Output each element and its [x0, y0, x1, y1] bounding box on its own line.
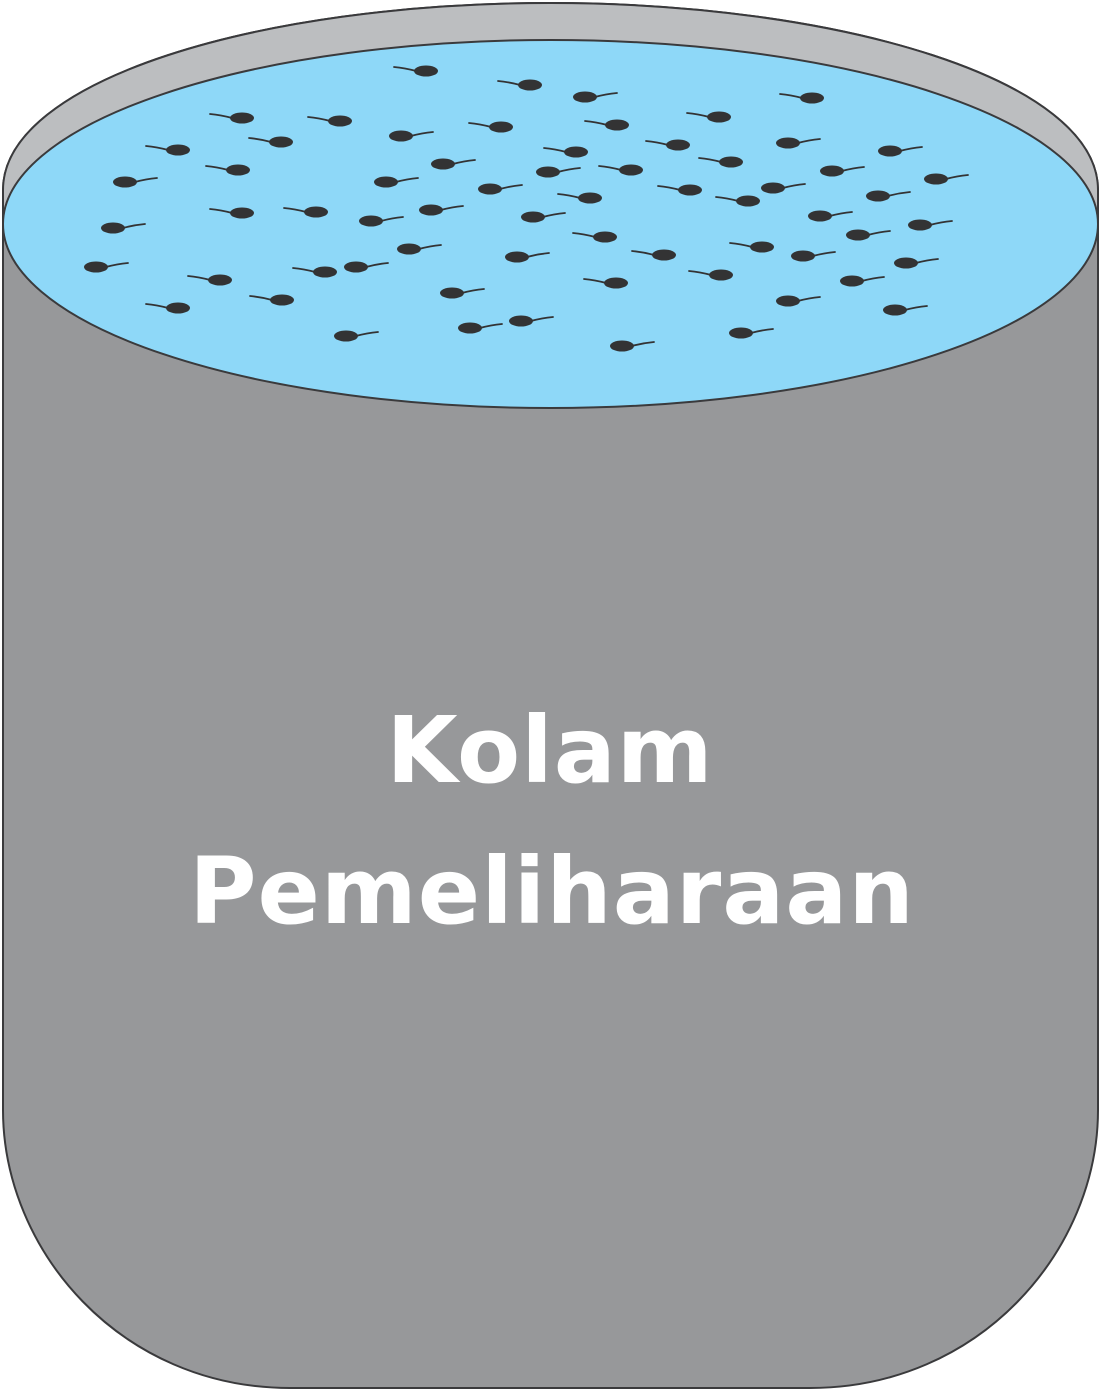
- tadpole: [846, 229, 891, 241]
- pond-label-line2: Pemeliharaan: [189, 838, 915, 945]
- tadpole: [761, 182, 806, 194]
- tadpole: [878, 145, 923, 157]
- tadpole: [431, 158, 476, 170]
- tadpole: [509, 315, 554, 327]
- tadpole: [292, 266, 337, 278]
- tadpole: [698, 156, 743, 168]
- tadpole: [657, 184, 702, 196]
- tadpole: [908, 219, 953, 231]
- tadpole: [776, 295, 821, 307]
- tadpole: [458, 322, 503, 334]
- tadpole: [209, 207, 254, 219]
- tadpole: [820, 165, 865, 177]
- tadpole: [776, 137, 821, 149]
- tadpole: [393, 65, 438, 77]
- tadpole: [397, 243, 442, 255]
- tadpole: [866, 190, 911, 202]
- tadpole: [791, 250, 836, 262]
- tadpole: [440, 287, 485, 299]
- tadpole: [894, 257, 939, 269]
- tadpole-group: [84, 65, 969, 352]
- tadpole: [840, 275, 885, 287]
- tadpole: [924, 173, 969, 185]
- tadpole: [572, 231, 617, 243]
- tadpole: [113, 176, 158, 188]
- tadpole: [808, 210, 853, 222]
- tadpole: [374, 176, 419, 188]
- tadpole: [543, 146, 588, 158]
- tadpole: [187, 274, 232, 286]
- tadpole: [389, 130, 434, 142]
- tadpole: [505, 251, 550, 263]
- tadpole: [359, 215, 404, 227]
- tadpole: [715, 195, 760, 207]
- tadpole: [645, 139, 690, 151]
- tadpole: [145, 144, 190, 156]
- tadpole: [686, 111, 731, 123]
- tadpole: [468, 121, 513, 133]
- tadpole: [573, 91, 618, 103]
- tadpole: [248, 136, 293, 148]
- tadpole: [84, 261, 129, 273]
- tadpole: [283, 206, 328, 218]
- tadpole: [209, 112, 254, 124]
- tadpole: [497, 79, 542, 91]
- tadpole: [729, 327, 774, 339]
- tadpole: [419, 204, 464, 216]
- tadpole: [631, 249, 676, 261]
- pond-label-line1: Kolam: [386, 697, 713, 804]
- tadpole: [307, 115, 352, 127]
- tadpole: [557, 192, 602, 204]
- tadpole: [521, 211, 566, 223]
- tadpole: [584, 119, 629, 131]
- tadpole: [249, 294, 294, 306]
- tadpole: [536, 166, 581, 178]
- tadpole: [145, 302, 190, 314]
- tadpole: [101, 222, 146, 234]
- tadpole: [205, 164, 250, 176]
- tadpole: [583, 277, 628, 289]
- tadpole: [478, 183, 523, 195]
- tadpole: [883, 304, 928, 316]
- tadpole: [610, 340, 655, 352]
- tadpole: [779, 92, 824, 104]
- tadpole: [344, 261, 389, 273]
- tadpole: [334, 330, 379, 342]
- tadpole: [688, 269, 733, 281]
- tadpole: [598, 164, 643, 176]
- water-surface: [2, 39, 1099, 409]
- tadpole: [729, 241, 774, 253]
